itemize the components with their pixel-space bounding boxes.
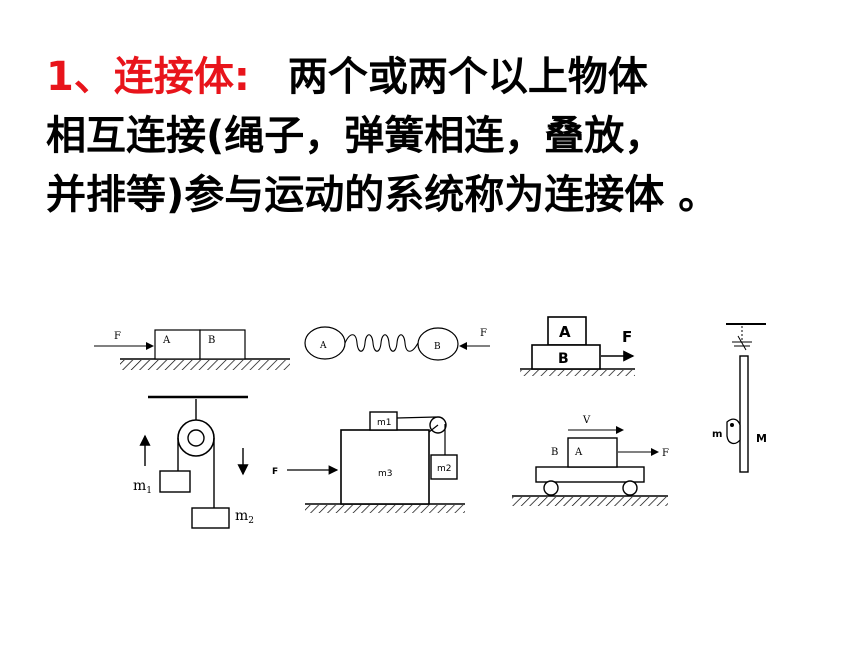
ground-hatch — [120, 360, 290, 370]
pole — [739, 355, 749, 473]
rope-top — [396, 416, 437, 419]
block-m2-label: m2 — [437, 464, 452, 474]
pole-label: M — [756, 432, 767, 445]
mass-1 — [159, 470, 191, 493]
block-a-label: A — [574, 447, 583, 458]
climber-label: m — [712, 429, 722, 440]
heading-term: 1、连接体: — [46, 54, 250, 100]
block-a — [154, 329, 201, 360]
figure-spring-balls: F A B — [304, 326, 490, 361]
figure-side-by-side-blocks: F A B — [94, 329, 290, 370]
climber-figure — [726, 418, 741, 445]
force-label: F — [272, 467, 278, 477]
block-b — [531, 344, 601, 370]
ball-b-label: B — [434, 342, 441, 352]
heading-line-2: 相互连接(绳子，弹簧相连，叠放， — [46, 113, 665, 159]
cart-wheel-right — [622, 480, 638, 496]
ground-hatch — [520, 370, 635, 376]
block-m3 — [340, 429, 430, 505]
cart-label: B — [551, 447, 558, 458]
heading-line-3: 并排等)参与运动的系统称为连接体 。 — [46, 172, 719, 218]
mass-2-label: m2 — [235, 508, 254, 526]
mass-1-label: m1 — [133, 478, 152, 496]
block-a-label: A — [559, 323, 571, 341]
block-m1 — [369, 411, 398, 431]
heading-line-1: 两个或两个以上物体 — [287, 54, 648, 100]
mass-2 — [191, 507, 230, 529]
figure-pulley-masses: m1 m2 — [133, 395, 254, 529]
block-m3-label: m3 — [378, 469, 393, 479]
block-b-label: B — [208, 335, 215, 346]
cart-body — [535, 466, 645, 483]
block-b — [199, 329, 246, 360]
figure-block-pulley-system: F m3 m1 m2 — [272, 411, 465, 513]
ball-a-label: A — [319, 341, 327, 351]
heading-text: 1、连接体: 两个或两个以上物体 相互连接(绳子，弹簧相连，叠放， 并排等)参与运… — [46, 48, 846, 225]
figure-cart-block: V B A F — [512, 415, 669, 506]
figure-pole-climber: m M — [712, 323, 767, 473]
spring-coil — [344, 334, 419, 352]
force-label: F — [662, 448, 669, 459]
velocity-label: V — [582, 415, 591, 426]
force-label: F — [114, 331, 121, 342]
block-m2 — [430, 454, 458, 480]
block-b-label: B — [558, 351, 569, 367]
block-a-label: A — [162, 335, 171, 346]
ground-hatch — [305, 505, 465, 513]
force-label: F — [480, 328, 487, 339]
block-a — [567, 437, 618, 468]
cart-wheel-left — [543, 480, 559, 496]
pole-top-mark — [732, 335, 752, 351]
block-m1-label: m1 — [377, 418, 392, 428]
pulley-hub — [187, 429, 205, 447]
force-label: F — [622, 328, 632, 346]
figure-stacked-blocks: A B F — [520, 316, 635, 376]
ground-hatch — [512, 497, 668, 506]
